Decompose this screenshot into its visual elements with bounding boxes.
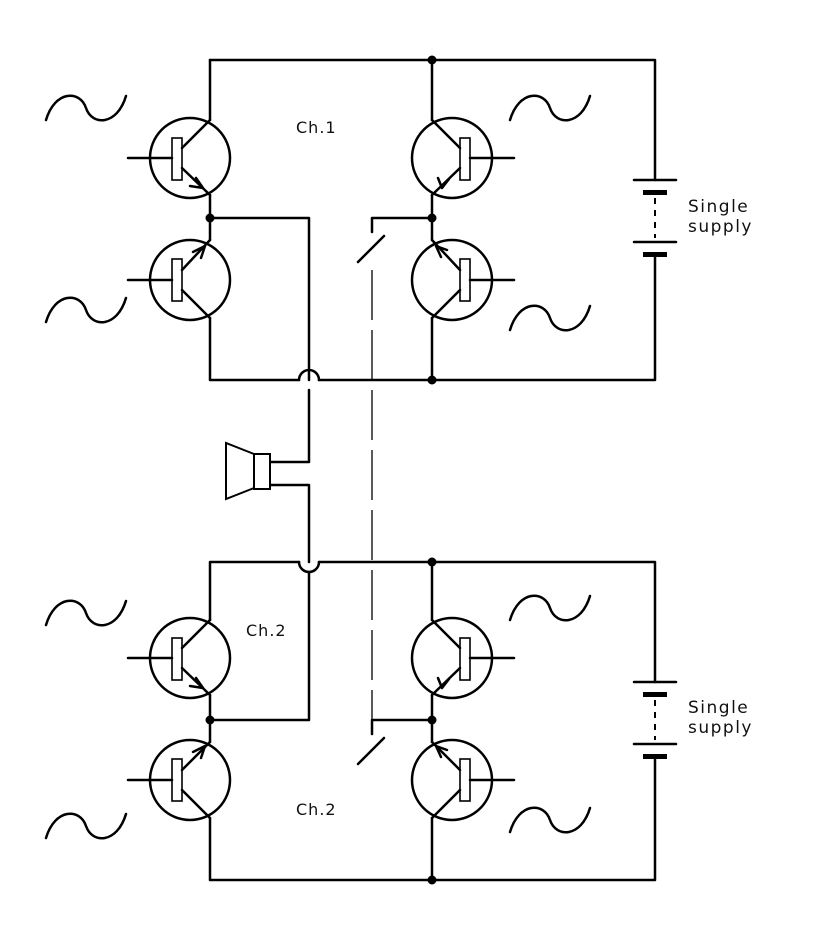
sine-wave-icon bbox=[508, 304, 592, 332]
switch-icon bbox=[356, 736, 386, 766]
wire-jump bbox=[297, 560, 321, 574]
channel-2-label-lower: Ch.2 bbox=[296, 800, 337, 819]
sine-wave-icon bbox=[44, 599, 128, 627]
junction-dot bbox=[427, 875, 437, 885]
wire bbox=[208, 58, 301, 382]
junction-dot bbox=[427, 375, 437, 385]
channel-2-label-upper: Ch.2 bbox=[246, 621, 287, 640]
battery-icon bbox=[632, 178, 678, 257]
junction-dot bbox=[427, 557, 437, 567]
battery-icon bbox=[632, 680, 678, 759]
sine-wave-icon bbox=[508, 594, 592, 622]
junction-dot bbox=[427, 213, 437, 223]
battery-label-line2: supply bbox=[688, 217, 753, 237]
npn-pnp-transistor-icon bbox=[410, 238, 516, 322]
speaker-icon bbox=[225, 388, 311, 564]
sine-wave-icon bbox=[44, 812, 128, 840]
sine-wave-icon bbox=[508, 94, 592, 122]
channel-1-label: Ch.1 bbox=[296, 118, 337, 137]
wire bbox=[268, 388, 311, 564]
battery-label-line1: Single bbox=[688, 698, 749, 718]
battery-label-line1: Single bbox=[688, 197, 749, 217]
junction-dot bbox=[427, 55, 437, 65]
npn-pnp-transistor-icon bbox=[126, 738, 232, 822]
switch-icon bbox=[356, 234, 386, 264]
wire bbox=[370, 718, 434, 736]
junction-dot bbox=[205, 213, 215, 223]
npn-pnp-transistor-icon bbox=[410, 116, 516, 200]
wire bbox=[208, 570, 311, 744]
sine-wave-icon bbox=[44, 296, 128, 324]
sine-wave-icon bbox=[44, 94, 128, 122]
junction-dot bbox=[427, 715, 437, 725]
npn-pnp-transistor-icon bbox=[126, 116, 232, 200]
channel-2-bridge: Ch.2 Ch.2 Single supply bbox=[44, 557, 753, 885]
junction-dot bbox=[205, 715, 215, 725]
wire bbox=[208, 193, 311, 382]
channel-1-bridge: Ch.1 Single supply bbox=[44, 55, 753, 385]
battery-label-line2: supply bbox=[688, 718, 753, 738]
npn-pnp-transistor-icon bbox=[410, 738, 516, 822]
npn-pnp-transistor-icon bbox=[126, 616, 232, 700]
wire bbox=[370, 216, 434, 234]
npn-pnp-transistor-icon bbox=[126, 238, 232, 322]
npn-pnp-transistor-icon bbox=[410, 616, 516, 700]
sine-wave-icon bbox=[508, 806, 592, 834]
